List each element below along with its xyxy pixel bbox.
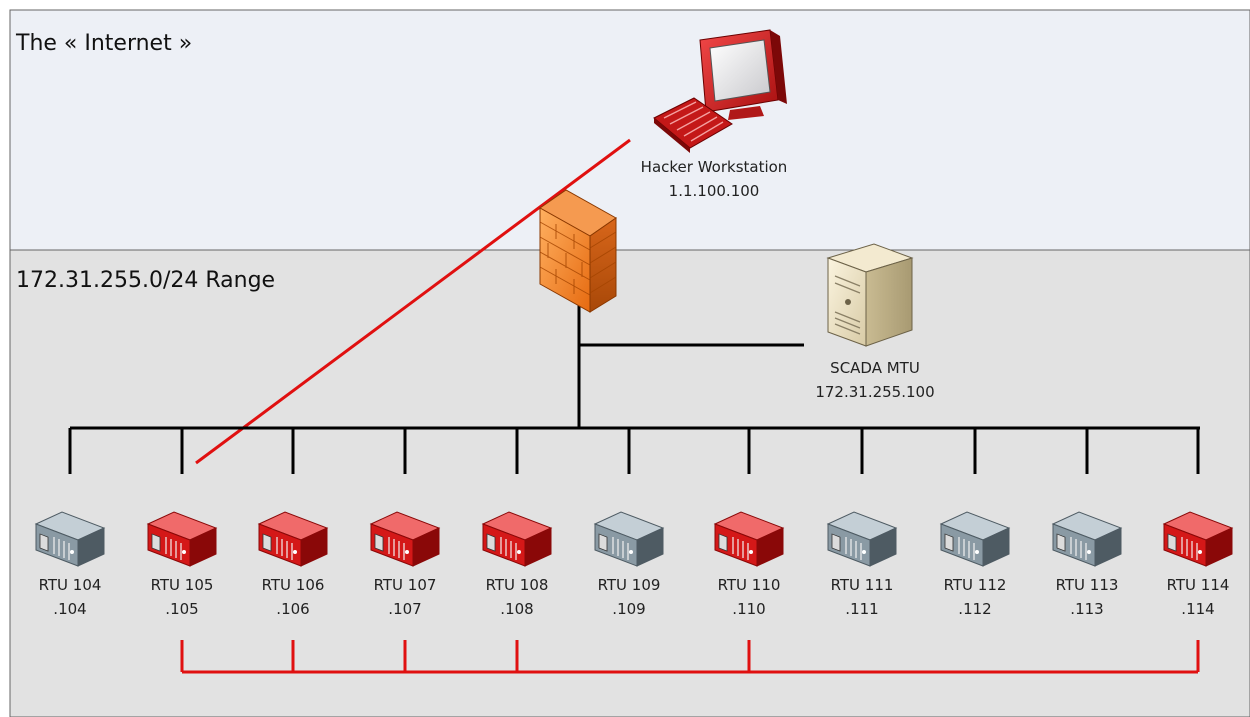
rtu-name: RTU 114 — [1167, 576, 1230, 594]
rack-server-icon — [826, 511, 898, 567]
rack-server-icon — [146, 511, 218, 567]
rtu-ip: .112 — [958, 600, 991, 618]
rtu-name: RTU 108 — [486, 576, 549, 594]
rtu-106[interactable]: RTU 106 .106 — [257, 511, 329, 618]
rtu-ip: .110 — [732, 600, 765, 618]
rtu-name: RTU 104 — [39, 576, 102, 594]
firewall-icon — [539, 189, 617, 313]
hacker-workstation[interactable]: Hacker Workstation 1.1.100.100 — [641, 29, 788, 200]
rtu-ip: .108 — [500, 600, 533, 618]
lan-zone-label: 172.31.255.0/24 Range — [16, 268, 275, 293]
lan-zone — [9, 249, 1250, 717]
rtu-108[interactable]: RTU 108 .108 — [481, 511, 553, 618]
rtu-drop-lines — [68, 428, 1200, 474]
rack-server-icon — [481, 511, 553, 567]
rtu-name: RTU 106 — [262, 576, 325, 594]
rtu-105[interactable]: RTU 105 .105 — [146, 511, 218, 618]
mtu-name: SCADA MTU — [830, 359, 920, 377]
rtu-ip: .114 — [1181, 600, 1214, 618]
compromised-rtu-links — [180, 640, 1200, 674]
rtu-name: RTU 109 — [598, 576, 661, 594]
rtu-name: RTU 107 — [374, 576, 437, 594]
server-tower-icon — [826, 243, 914, 347]
mtu-ip: 172.31.255.100 — [815, 383, 934, 401]
rtu-name: RTU 111 — [831, 576, 894, 594]
rtu-107[interactable]: RTU 107 .107 — [369, 511, 441, 618]
rtu-name: RTU 112 — [944, 576, 1007, 594]
rack-server-icon — [257, 511, 329, 567]
rtu-ip: .106 — [276, 600, 309, 618]
rtu-110[interactable]: RTU 110 .110 — [713, 511, 785, 618]
scada-mtu[interactable]: SCADA MTU 172.31.255.100 — [815, 243, 935, 401]
rtu-ip: .104 — [53, 600, 86, 618]
computer-icon — [653, 29, 787, 153]
rack-server-icon — [939, 511, 1011, 567]
rack-server-icon — [34, 511, 106, 567]
rack-server-icon — [713, 511, 785, 567]
rtu-name: RTU 113 — [1056, 576, 1119, 594]
internet-zone-label: The « Internet » — [15, 31, 192, 56]
rtu-ip: .105 — [165, 600, 198, 618]
hacker-name: Hacker Workstation — [641, 158, 788, 176]
internet-zone — [9, 9, 1250, 251]
rtu-ip: .111 — [845, 600, 878, 618]
rtu-109[interactable]: RTU 109 .109 — [593, 511, 665, 618]
rtu-113[interactable]: RTU 113 .113 — [1051, 511, 1123, 618]
firewall[interactable] — [539, 189, 617, 313]
rtu-ip: .107 — [388, 600, 421, 618]
rtu-row: RTU 104 .104 RTU 105 .105 RTU 106 .106 RTU 107… — [34, 511, 1234, 618]
rack-server-icon — [593, 511, 665, 567]
rtu-111[interactable]: RTU 111 .111 — [826, 511, 898, 618]
rtu-name: RTU 110 — [718, 576, 781, 594]
rtu-ip: .113 — [1070, 600, 1103, 618]
rack-server-icon — [1162, 511, 1234, 567]
rack-server-icon — [1051, 511, 1123, 567]
rtu-ip: .109 — [612, 600, 645, 618]
rtu-104[interactable]: RTU 104 .104 — [34, 511, 106, 618]
attack-path-line — [195, 138, 631, 465]
rtu-112[interactable]: RTU 112 .112 — [939, 511, 1011, 618]
rtu-114[interactable]: RTU 114 .114 — [1162, 511, 1234, 618]
hacker-ip: 1.1.100.100 — [669, 182, 760, 200]
rtu-name: RTU 105 — [151, 576, 214, 594]
network-links — [70, 305, 1200, 430]
rack-server-icon — [369, 511, 441, 567]
